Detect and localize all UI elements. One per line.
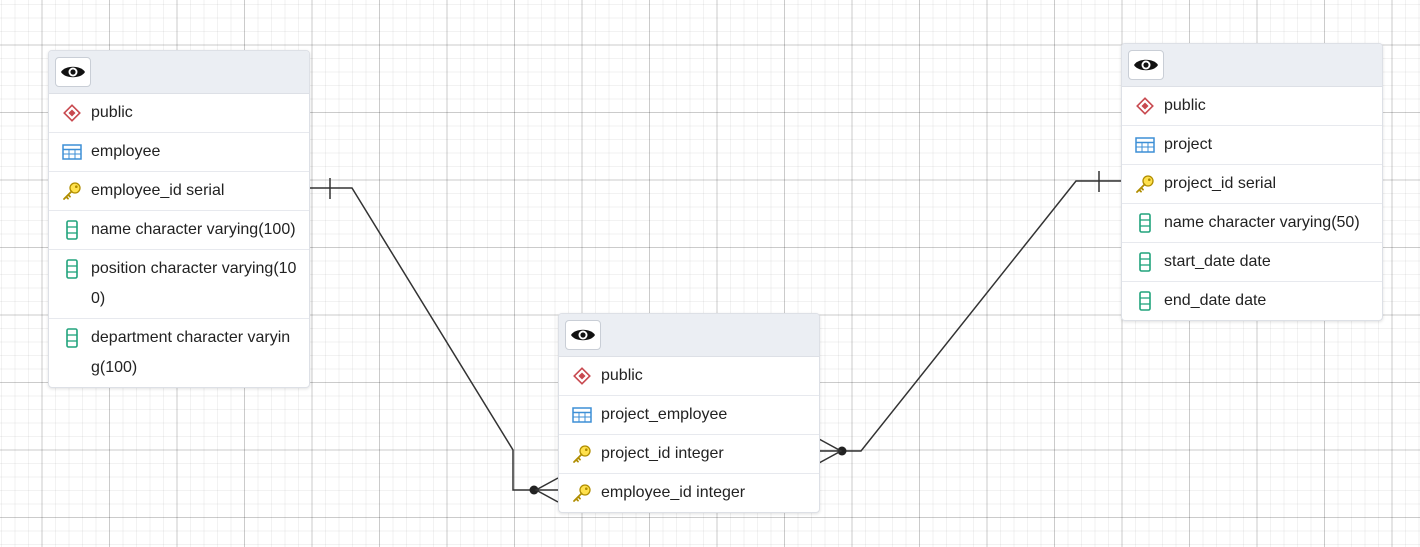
table-name: project <box>1164 136 1213 153</box>
schema-icon <box>63 104 81 122</box>
column-row[interactable]: name character varying(100) <box>49 211 309 250</box>
toggle-details-button[interactable] <box>55 57 91 87</box>
column-row-key[interactable]: project_id integer <box>559 435 819 474</box>
column-label: employee_id integer <box>601 484 746 501</box>
table-icon <box>572 407 592 423</box>
schema-name: public <box>1164 97 1206 114</box>
toggle-details-button[interactable] <box>565 320 601 350</box>
table-node-header <box>49 51 309 94</box>
table-node-project-employee[interactable]: public project_employee project_id integ… <box>558 313 820 513</box>
optional-marker <box>529 485 539 495</box>
column-icon <box>1139 291 1151 311</box>
column-row-key[interactable]: employee_id integer <box>559 474 819 512</box>
column-label: start_date date <box>1164 253 1271 270</box>
table-node-employee[interactable]: public employee employee_id serial name … <box>48 50 310 388</box>
table-name-row: employee <box>49 133 309 172</box>
column-label: name character varying(100) <box>91 221 296 238</box>
crowfoot-marker <box>818 438 843 464</box>
column-row-key[interactable]: employee_id serial <box>49 172 309 211</box>
column-label: end_date date <box>1164 292 1267 309</box>
column-icon <box>66 259 78 279</box>
eye-icon <box>571 329 595 341</box>
table-name: employee <box>91 143 161 160</box>
column-row[interactable]: department character varying(100) <box>49 319 309 387</box>
column-label: project_id serial <box>1164 175 1277 192</box>
column-row[interactable]: position character varying(100) <box>49 250 309 319</box>
relationship-project-project-employee[interactable] <box>818 171 1121 464</box>
key-icon <box>1136 175 1154 193</box>
column-icon <box>66 220 78 240</box>
column-label: project_id integer <box>601 445 724 462</box>
table-node-header <box>559 314 819 357</box>
column-icon <box>1139 252 1151 272</box>
key-icon <box>573 484 591 502</box>
column-row[interactable]: start_date date <box>1122 243 1382 282</box>
table-icon <box>62 144 82 160</box>
relationship-line <box>309 187 534 491</box>
table-node-project[interactable]: public project project_id serial name ch… <box>1121 43 1383 321</box>
table-node-header <box>1122 44 1382 87</box>
relationship-line <box>842 180 1121 452</box>
key-icon <box>63 182 81 200</box>
toggle-details-button[interactable] <box>1128 50 1164 80</box>
schema-name: public <box>91 104 133 121</box>
column-icon <box>66 328 78 348</box>
column-label: position character varying(100) <box>91 260 297 307</box>
schema-name: public <box>601 367 643 384</box>
table-schema-row: public <box>559 357 819 396</box>
table-name-row: project <box>1122 126 1382 165</box>
table-name-row: project_employee <box>559 396 819 435</box>
table-name: project_employee <box>601 406 728 423</box>
column-label: employee_id serial <box>91 182 225 199</box>
eye-icon <box>61 66 85 78</box>
column-row-key[interactable]: project_id serial <box>1122 165 1382 204</box>
key-icon <box>573 445 591 463</box>
table-schema-row: public <box>49 94 309 133</box>
schema-icon <box>573 367 591 385</box>
column-label: name character varying(50) <box>1164 214 1360 231</box>
column-row[interactable]: name character varying(50) <box>1122 204 1382 243</box>
relationship-employee-project-employee[interactable] <box>309 178 559 503</box>
column-label: department character varying(100) <box>91 329 291 376</box>
table-icon <box>1135 137 1155 153</box>
table-schema-row: public <box>1122 87 1382 126</box>
eye-icon <box>1134 59 1158 71</box>
column-icon <box>1139 213 1151 233</box>
column-row[interactable]: end_date date <box>1122 282 1382 320</box>
crowfoot-marker <box>534 477 559 503</box>
schema-icon <box>1136 97 1154 115</box>
